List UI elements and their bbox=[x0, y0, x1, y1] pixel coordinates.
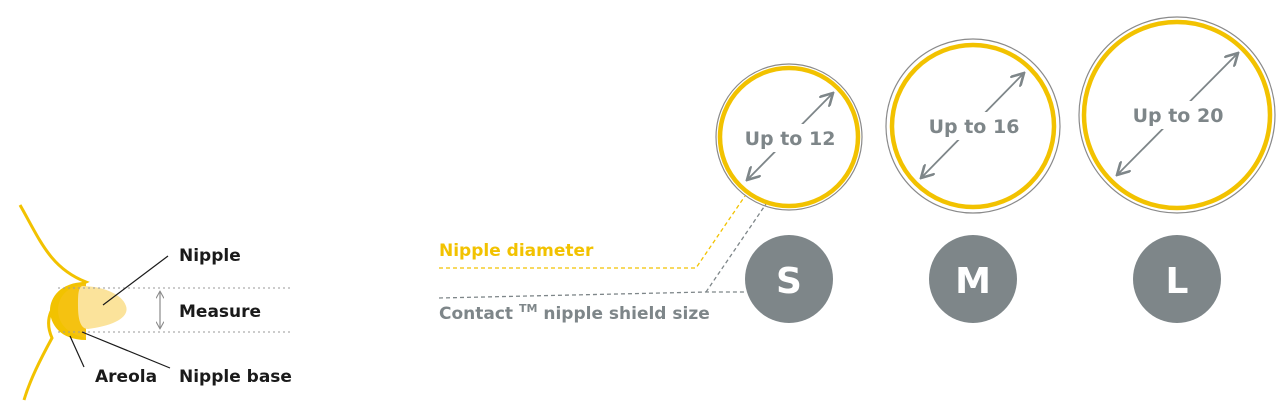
size-l-nipple-circle bbox=[1081, 19, 1273, 211]
size-l-label-backdrop bbox=[1132, 101, 1224, 129]
shield-size-connector-line bbox=[705, 203, 767, 293]
trademark-mark: TM bbox=[519, 302, 537, 315]
shield-size-leader-line bbox=[438, 291, 745, 299]
size-l-outer-ring bbox=[1078, 16, 1276, 214]
size-s-nipple-circle bbox=[717, 65, 861, 209]
size-s-label-backdrop bbox=[748, 124, 834, 152]
size-m-letter: M bbox=[955, 261, 991, 302]
size-l-diameter-label: Up to 20 bbox=[1133, 105, 1224, 127]
size-m-label-backdrop bbox=[928, 112, 1020, 140]
size-s-letter: S bbox=[776, 261, 802, 302]
areola-label: Areola bbox=[95, 367, 157, 387]
breast-anatomy-illustration: Nipple Measure Areola Nipple base bbox=[18, 204, 292, 401]
size-s-group: Up to 12 S bbox=[715, 63, 863, 323]
nipple-diameter-leader-line bbox=[439, 195, 746, 269]
size-l-letter: L bbox=[1166, 261, 1189, 302]
measure-label: Measure bbox=[179, 302, 261, 322]
nipple-diameter-label: Nipple diameter bbox=[439, 241, 594, 261]
size-s-diameter-label: Up to 12 bbox=[745, 128, 836, 150]
size-m-diameter-label: Up to 16 bbox=[929, 116, 1020, 138]
shield-size-label: Contact TM nipple shield size bbox=[439, 297, 710, 324]
size-l-badge bbox=[1133, 235, 1221, 323]
nipple-label: Nipple bbox=[179, 246, 241, 266]
size-s-badge bbox=[745, 235, 833, 323]
size-m-nipple-circle bbox=[889, 42, 1057, 210]
nipple-base-leader-line bbox=[81, 331, 171, 369]
size-m-group: Up to 16 M bbox=[885, 38, 1061, 323]
nipple-leader-line bbox=[102, 255, 169, 306]
areola-leader-line bbox=[69, 335, 85, 368]
size-m-outer-ring bbox=[885, 38, 1061, 214]
size-m-badge bbox=[929, 235, 1017, 323]
size-s-outer-ring bbox=[715, 63, 863, 211]
nipple-base-label: Nipple base bbox=[179, 367, 292, 387]
size-l-group: Up to 20 L bbox=[1078, 16, 1276, 323]
legend: Nipple diameter Contact TM nipple shield… bbox=[438, 195, 767, 324]
